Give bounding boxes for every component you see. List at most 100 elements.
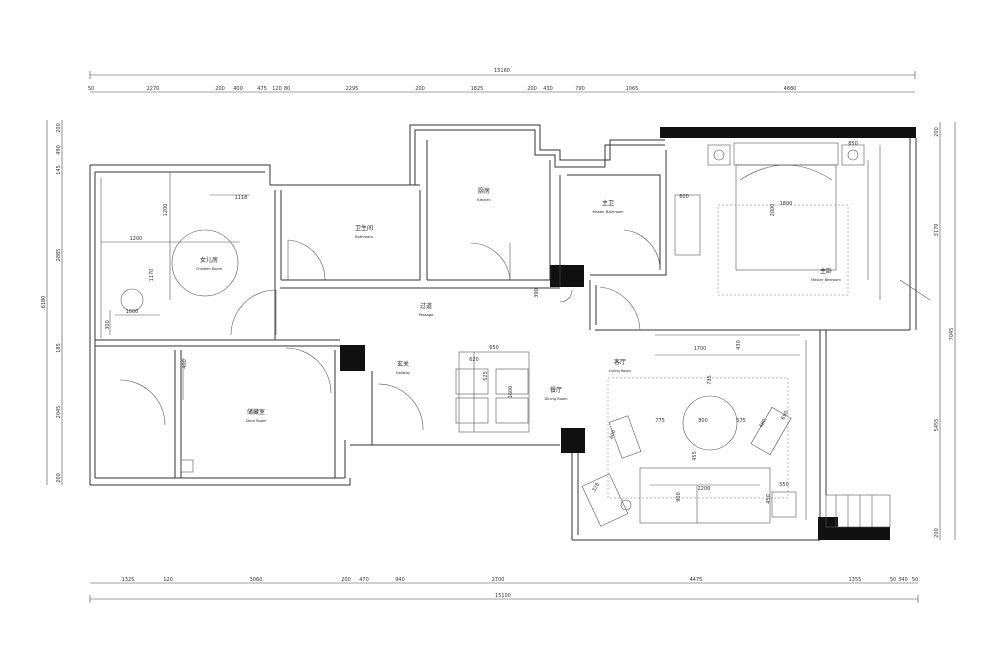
interior-dim-label: 430 (736, 340, 742, 350)
interior-dim-label: 400 (182, 359, 188, 369)
top-dim-label: 400 (233, 86, 243, 92)
bottom-dim-label: 470 (359, 577, 369, 583)
interior-dim-label: 650 (489, 345, 499, 351)
partitions (95, 140, 667, 478)
top-dim-label: 200 (215, 86, 225, 92)
dining-table (458, 351, 530, 433)
room-name-zh: 储藏室 (247, 408, 265, 416)
right-dim-label: 5455 (934, 419, 940, 432)
living-room-furniture (581, 340, 891, 528)
left-dim-label: 200 (56, 123, 62, 133)
interior-dim-label: 480 (758, 418, 768, 429)
children-room-furniture (100, 172, 250, 338)
bottom-dim-label: 940 (395, 577, 405, 583)
interior-dim-label: 525 (483, 371, 489, 381)
cabinet (825, 494, 891, 528)
interior-dim-label: 575 (736, 418, 746, 424)
bottom-dim-label: 50 (890, 577, 896, 583)
door-swing (470, 242, 511, 281)
living-rug (607, 377, 789, 499)
interior-dim-label: 550 (779, 482, 789, 488)
bottom-dim-label: 1355 (849, 577, 862, 583)
lamp-icon (620, 499, 632, 511)
room-labels: 女儿房 Children Room 卫生间 Bathroom 厨房 Kitche… (196, 187, 841, 423)
bottom-total-label: 15100 (495, 593, 511, 599)
interior-dim-label: 620 (469, 357, 479, 363)
sofa (639, 467, 771, 524)
interior-dim-label: 1600 (508, 386, 514, 399)
interior-dim-label: 2200 (698, 486, 711, 492)
nightstand-left (707, 144, 731, 166)
door-swing (287, 239, 326, 281)
armchair (608, 415, 642, 459)
left-dim-label: 490 (56, 145, 62, 155)
room-name-en: Living Room (609, 369, 632, 373)
interior-dim-label: 775 (655, 418, 665, 424)
armchair (581, 473, 629, 527)
interior-dim-label: 850 (848, 141, 858, 147)
interior-dim-label: 1118 (235, 195, 248, 201)
room-name-zh: 主卫 (602, 199, 614, 207)
top-dim-label: 120 (272, 86, 282, 92)
left-dim-label: 2045 (56, 406, 62, 419)
room-name-zh: 过道 (420, 302, 432, 310)
top-dim-label: 50 (88, 86, 94, 92)
door-swing (559, 289, 573, 303)
room-name-en: Master Bedroom (811, 278, 841, 282)
top-dim-label: 80 (284, 86, 290, 92)
doors (119, 229, 661, 431)
bed-rug (717, 204, 849, 296)
room-name-en: Hallway (396, 371, 411, 375)
left-total-label: 6180 (41, 296, 47, 309)
top-dim-label: 2270 (147, 86, 160, 92)
bottom-dim-label: 200 (341, 577, 351, 583)
left-dim-label: 2885 (56, 249, 62, 262)
interior-dim-label: 1200 (163, 204, 169, 217)
interior-dim-label: 400 (609, 429, 618, 440)
room-name-zh: 客厅 (614, 358, 626, 366)
interior-dim-label: 900 (676, 492, 682, 502)
right-dim-label: 3170 (934, 224, 940, 237)
right-dim-label: 200 (934, 528, 940, 538)
room-name-zh: 卫生间 (355, 224, 373, 232)
door-swing (230, 289, 277, 336)
room-name-en: Bathroom (355, 235, 373, 239)
bottom-dim-label: 340 (898, 577, 908, 583)
door-swing (377, 383, 424, 431)
room-name-en: Kitchen (477, 198, 491, 202)
left-dimensions: 6180 200 490 145 2885 185 2045 200 (41, 120, 63, 485)
top-dim-label: 430 (543, 86, 553, 92)
interior-dim-label: 600 (679, 194, 689, 200)
lamp-icon (847, 149, 859, 161)
room-name-en: Store Room (246, 419, 267, 423)
top-segment-dimensions: 50 2270 200 400 475 120 80 2295 200 1825… (88, 86, 915, 93)
armchair (750, 406, 792, 456)
wall-beam (660, 127, 916, 138)
top-dim-label: 2295 (346, 86, 359, 92)
interior-dim-label: 735 (707, 375, 713, 385)
room-name-en: Passage (419, 313, 434, 317)
interior-dim-label: 1700 (694, 346, 707, 352)
interior-dim-label: 1000 (126, 309, 139, 315)
lamp-icon (713, 149, 725, 161)
column (838, 527, 890, 540)
nightstand-right (841, 144, 865, 166)
store-room-features (180, 358, 194, 473)
interior-dim-label: 1170 (149, 269, 155, 282)
interior-dim-label: 2000 (770, 204, 776, 217)
bottom-dim-label: 120 (163, 577, 173, 583)
room-name-zh: 玄关 (397, 360, 409, 368)
interior-dim-label: 1800 (780, 201, 793, 207)
headboard (733, 142, 839, 166)
bottom-segment-dimensions: 1325 120 3060 200 470 940 2700 4475 1355… (90, 577, 918, 584)
column (550, 265, 584, 287)
walls (89, 124, 917, 541)
interior-dim-label: 1200 (130, 236, 143, 242)
chair (120, 288, 144, 312)
right-dim-label: 200 (934, 127, 940, 137)
interior-dim-label: 800 (698, 418, 708, 424)
coffee-table (682, 395, 738, 451)
bottom-dim-label: 4475 (690, 577, 703, 583)
